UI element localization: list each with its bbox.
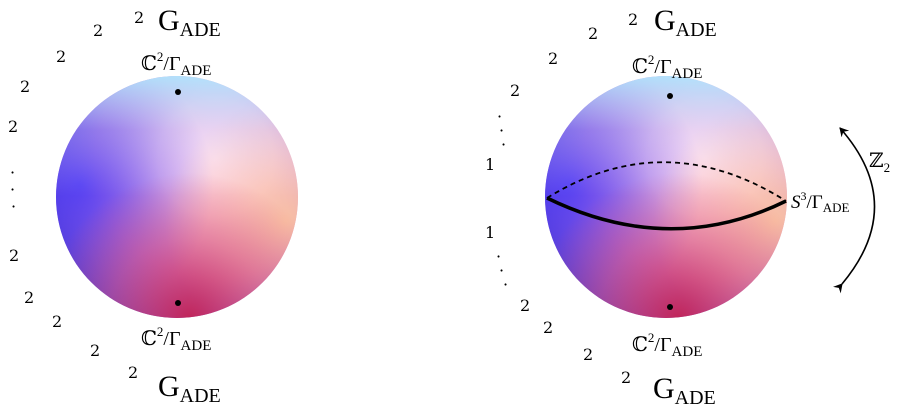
right-chain-dot: · xyxy=(503,275,508,294)
left-chain-dot: · xyxy=(11,197,16,216)
right-chain-number: 2 xyxy=(548,49,558,68)
left-top-orbifold-label: ℂ2/ΓADE xyxy=(141,49,211,79)
right-chain-number: 2 xyxy=(520,296,530,315)
right-chain-number: 2 xyxy=(621,368,631,387)
right-bottom-orbifold-label: ℂ2/ΓADE xyxy=(632,330,702,360)
left-bottom-point xyxy=(175,300,181,306)
left-figure: GADE ℂ2/ΓADE ℂ2/ΓADE GADE 2 2 2 2 2 · · … xyxy=(8,4,298,407)
left-top-group-label: GADE xyxy=(158,4,221,41)
symmetry-label: ℤ2 xyxy=(869,150,890,175)
left-chain-number: 2 xyxy=(128,363,138,382)
left-chain-number: 2 xyxy=(9,246,19,265)
left-chain-number: 2 xyxy=(8,117,18,136)
right-chain-number: 1 xyxy=(485,223,495,242)
right-chain-number: 2 xyxy=(628,10,638,29)
equator-label: S3/ΓADE xyxy=(791,189,850,215)
right-chain-number: 1 xyxy=(485,155,495,174)
left-bottom-group-label: GADE xyxy=(158,370,221,407)
right-top-point xyxy=(667,93,673,99)
left-chain-number: 2 xyxy=(52,312,62,331)
left-chain-number: 2 xyxy=(134,8,144,27)
left-chain-number: 2 xyxy=(20,77,30,96)
right-chain-dot: · xyxy=(501,135,506,154)
right-figure: GADE ℂ2/ΓADE S3/ΓADE ℤ2 ℂ2/ΓADE GADE 2 2… xyxy=(485,4,890,409)
left-chain-number: 2 xyxy=(90,341,100,360)
left-chain-number: 2 xyxy=(56,47,66,66)
left-top-point xyxy=(175,89,181,95)
left-bottom-orbifold-label: ℂ2/ΓADE xyxy=(141,324,211,354)
left-chain-number: 2 xyxy=(93,21,103,40)
right-chain-number: 2 xyxy=(510,81,520,100)
right-chain-number: 2 xyxy=(588,24,598,43)
right-top-group-label: GADE xyxy=(654,4,717,41)
right-sphere xyxy=(545,76,787,318)
right-bottom-group-label: GADE xyxy=(653,372,716,409)
left-chain-number: 2 xyxy=(24,288,34,307)
left-sphere xyxy=(56,76,298,318)
right-top-orbifold-label: ℂ2/ΓADE xyxy=(632,52,702,82)
right-chain-number: 2 xyxy=(543,318,553,337)
right-bottom-point xyxy=(667,304,673,310)
right-chain-number: 2 xyxy=(583,345,593,364)
